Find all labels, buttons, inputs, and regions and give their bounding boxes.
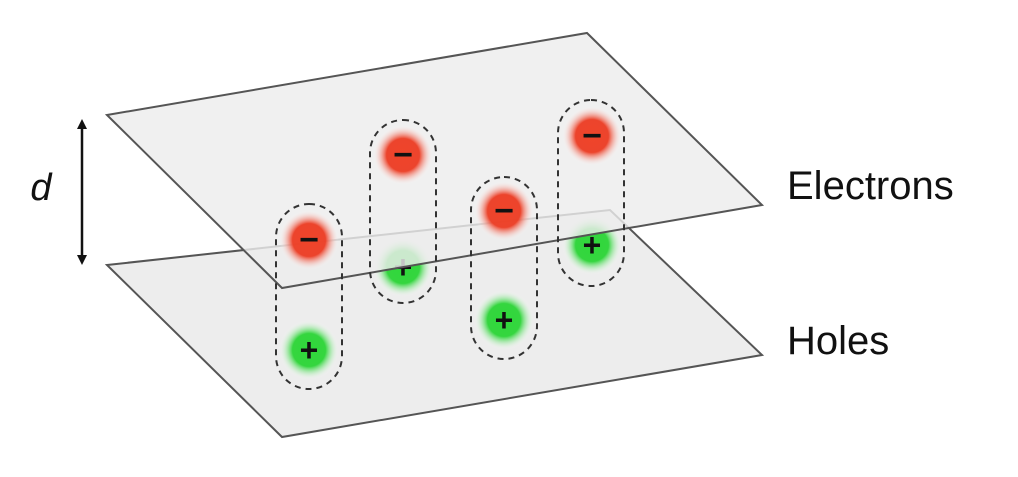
separation-label: d xyxy=(30,167,53,209)
exciton-outline-3 xyxy=(470,176,538,360)
exciton-outline-1 xyxy=(275,203,343,390)
electron-signs: − − − − xyxy=(299,117,602,259)
exciton-outlines xyxy=(275,99,625,390)
hole-sign-3: + xyxy=(495,302,514,338)
electron-4 xyxy=(562,106,622,166)
electron-sign-4: − xyxy=(582,117,602,155)
holes-label: Holes xyxy=(787,319,889,363)
electron-sign-2: − xyxy=(393,136,413,174)
electrons-label: Electrons xyxy=(787,164,954,208)
hole-1 xyxy=(279,320,339,380)
electron-1 xyxy=(279,210,339,270)
hole-sign-1: + xyxy=(300,332,319,368)
electrons-plane xyxy=(104,31,765,290)
electrons-layer xyxy=(279,106,622,270)
exciton-outline-2 xyxy=(369,119,437,304)
exciton-outline-4 xyxy=(557,99,625,287)
hole-3 xyxy=(474,290,534,350)
electron-sign-3: − xyxy=(494,192,514,230)
electron-2 xyxy=(373,125,433,185)
electron-sign-1: − xyxy=(299,221,319,259)
electron-3 xyxy=(474,181,534,241)
